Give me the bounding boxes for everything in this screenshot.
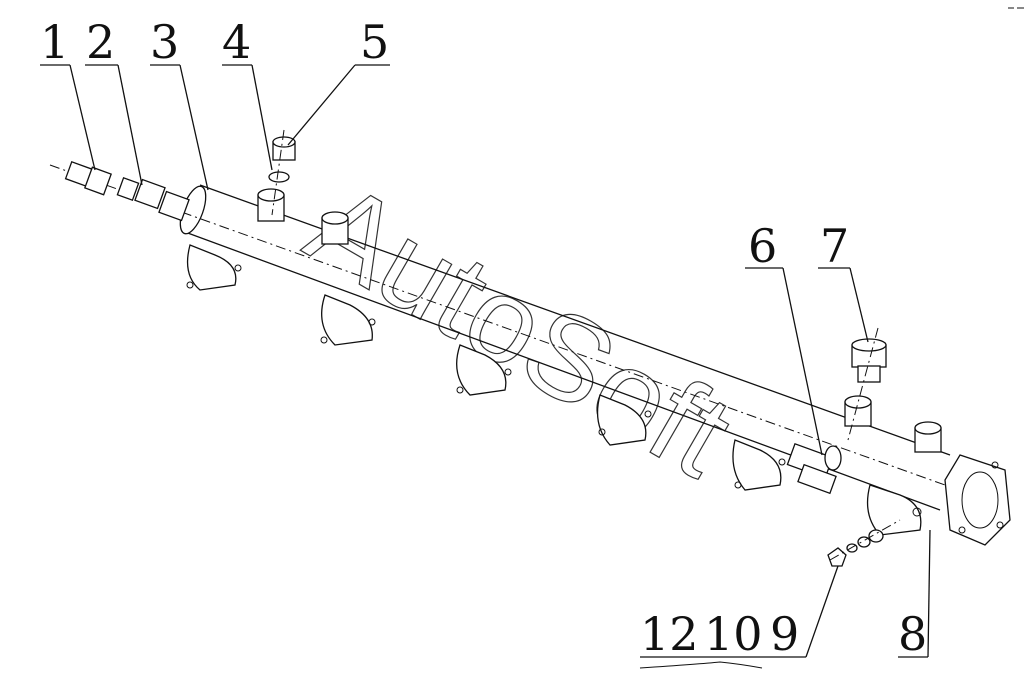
- callout-8: 8: [898, 607, 927, 661]
- callout-10: 10: [704, 607, 763, 661]
- callout-labels: 1 2 3 4 5 6 7 8 9 10 12: [40, 15, 927, 661]
- callout-5: 5: [360, 15, 389, 69]
- part-4-washer: [268, 171, 290, 183]
- part-5-cap-nut: [271, 129, 296, 216]
- callout-1: 1: [40, 15, 69, 69]
- callout-9: 9: [770, 607, 799, 661]
- callout-6: 6: [748, 219, 777, 273]
- boss-nipples: [257, 188, 942, 453]
- part-9-10-12-bolt-washers: [827, 519, 901, 567]
- callout-2: 2: [86, 15, 115, 69]
- callout-7: 7: [820, 219, 849, 273]
- callout-4: 4: [222, 15, 251, 69]
- part-2-fitting: [116, 176, 190, 222]
- part-7-plug: [847, 327, 887, 441]
- group-brace: [639, 661, 763, 669]
- callout-3: 3: [150, 15, 179, 69]
- part-6-valve: [786, 442, 842, 495]
- end-flange: [944, 454, 1011, 546]
- injector-outlets: [186, 244, 922, 536]
- part-1-fitting: [64, 160, 112, 196]
- callout-12: 12: [640, 607, 699, 661]
- leader-lines: [40, 64, 931, 669]
- centerline: [49, 164, 946, 486]
